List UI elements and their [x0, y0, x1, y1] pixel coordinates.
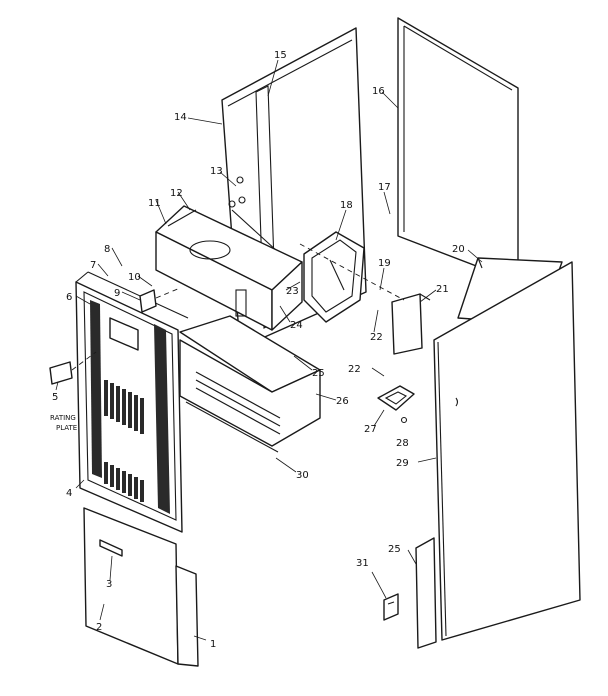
rating-plate-caption: RATING PLATE — [50, 414, 77, 432]
callout-15: 15 — [274, 50, 287, 61]
callout-28: 28 — [396, 438, 409, 449]
callout-26: 26 — [336, 396, 349, 407]
callout-17: 17 — [378, 182, 391, 193]
callout-25-lower: 25 — [388, 544, 401, 555]
door-side-strip — [175, 565, 199, 667]
callout-3: 3 — [106, 579, 112, 590]
rear-side-panel — [397, 17, 519, 283]
callout-18: 18 — [340, 200, 353, 211]
rating-caption-line-2: PLATE — [56, 424, 77, 432]
callout-31: 31 — [356, 558, 369, 569]
drain-pan-assembly — [179, 315, 321, 453]
lower-door — [83, 507, 179, 665]
callout-5: 5 — [52, 392, 58, 403]
callout-7: 7 — [90, 260, 96, 271]
callout-8: 8 — [104, 244, 110, 255]
callout-10: 10 — [128, 272, 141, 283]
callout-11: 11 — [148, 198, 161, 209]
callout-27: 27 — [364, 424, 377, 435]
control-box — [299, 231, 405, 323]
callout-30: 30 — [296, 470, 309, 481]
filter-bracket — [391, 293, 431, 355]
rating-plate — [49, 351, 97, 385]
bracket — [383, 593, 399, 621]
callout-25-upper: 25 — [312, 368, 325, 379]
rating-caption-line-1: RATING — [50, 414, 76, 422]
callout-2: 2 — [96, 622, 102, 633]
sensor-clip — [377, 385, 415, 424]
callout-29: 29 — [396, 458, 409, 469]
leader-lines — [55, 59, 483, 641]
callout-22-lower: 22 — [348, 364, 361, 375]
front-frame — [75, 271, 189, 533]
callout-13: 13 — [210, 166, 223, 177]
callout-12: 12 — [170, 188, 183, 199]
callout-21: 21 — [436, 284, 449, 295]
blower-housing — [155, 205, 303, 331]
callout-6: 6 — [66, 292, 72, 303]
callout-19: 19 — [378, 258, 391, 269]
grille-slots — [104, 380, 144, 502]
callout-1: 1 — [210, 639, 216, 650]
callout-20: 20 — [452, 244, 465, 255]
callout-23: 23 — [286, 286, 299, 297]
callout-22-upper: 22 — [370, 332, 383, 343]
right-side-panel — [433, 261, 581, 641]
small-bracket — [139, 287, 181, 313]
callout-14: 14 — [174, 112, 187, 123]
callout-labels: 1 2 3 4 5 6 7 8 9 10 11 12 13 14 15 16 1… — [52, 50, 465, 650]
side-trim — [415, 537, 437, 649]
callout-16: 16 — [372, 86, 385, 97]
callout-4: 4 — [66, 488, 72, 499]
callout-9: 9 — [114, 288, 120, 299]
callout-24: 24 — [290, 320, 303, 331]
